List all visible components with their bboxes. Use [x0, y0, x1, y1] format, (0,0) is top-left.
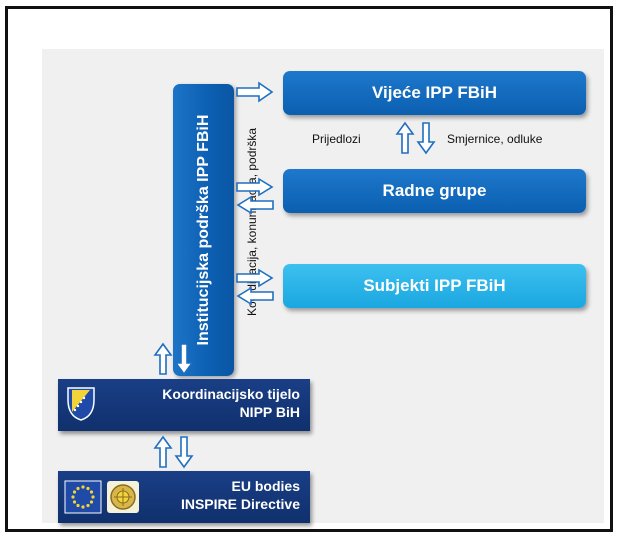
institutional-support-label: Institucijska podrška IPP FBiH	[194, 114, 212, 346]
guidelines-label: Smjernice, odluke	[447, 132, 543, 146]
eu-flag-icon	[64, 480, 102, 514]
council-label: Vijeće IPP FBiH	[371, 83, 498, 102]
diagram-panel: Institucijska podrška IPP FBiH Koordinac…	[42, 49, 604, 523]
up-down-arrows-icon	[395, 121, 436, 155]
eu-line2: INSPIRE Directive	[180, 496, 300, 512]
institutional-support-bar: Institucijska podrška IPP FBiH	[173, 84, 234, 376]
subjects-label: Subjekti IPP FBiH	[363, 276, 506, 295]
bih-coat-of-arms-icon	[67, 387, 95, 421]
side-coordination-label: Koordinacija, konunikacija, podrška	[243, 84, 261, 359]
diagram-frame: Institucijska podrška IPP FBiH Koordinac…	[5, 6, 613, 532]
working-groups-box: Radne grupe	[283, 169, 586, 213]
bidirectional-arrow-icon	[236, 268, 274, 306]
inspire-logo-icon	[107, 481, 139, 513]
bidirectional-arrow-icon	[236, 177, 274, 215]
coordination-line2: NIPP BiH	[239, 404, 300, 420]
up-down-arrows-icon	[153, 342, 194, 376]
working-groups-label: Radne grupe	[382, 181, 487, 200]
subjects-box: Subjekti IPP FBiH	[283, 264, 586, 308]
eu-line1: EU bodies	[231, 478, 300, 494]
coordination-line1: Koordinacijsko tijelo	[162, 386, 300, 402]
coordination-body-box: Koordinacijsko tijelo NIPP BiH	[58, 379, 310, 431]
up-down-arrows-icon	[153, 435, 194, 469]
eu-bodies-box: EU bodies INSPIRE Directive	[58, 471, 310, 523]
council-box: Vijeće IPP FBiH	[283, 71, 586, 115]
arrow-right-icon	[236, 81, 274, 103]
proposals-label: Prijedlozi	[312, 132, 361, 146]
